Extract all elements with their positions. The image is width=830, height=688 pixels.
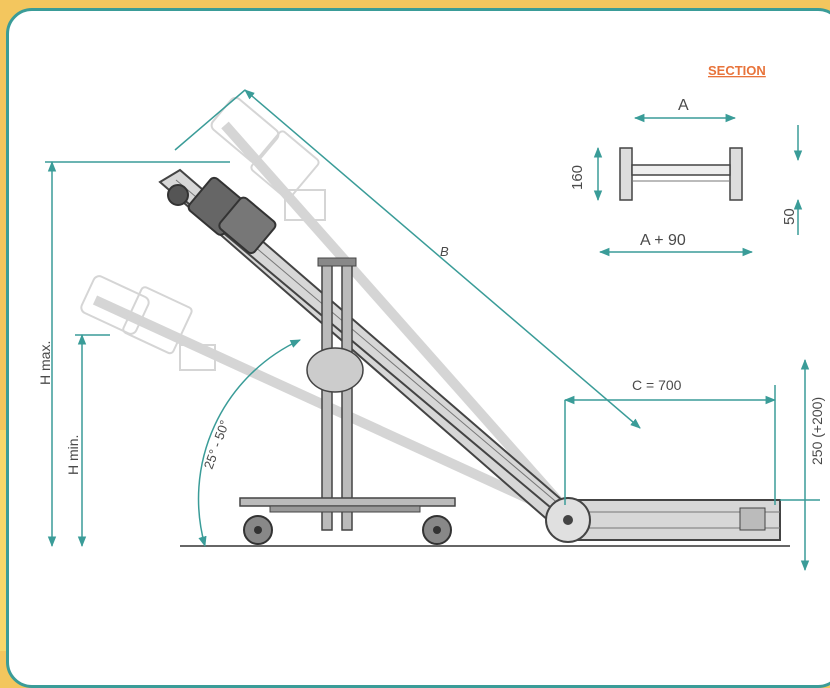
left-accent-stripe: [0, 430, 8, 651]
label-h-250: 250 (+200): [809, 397, 825, 465]
conveyor-diagram: SECTION A 160 50 A + 90 B C = 700 250 (+…: [37, 63, 825, 572]
label-width-a90: A + 90: [640, 232, 686, 249]
label-height-50: 50: [781, 208, 798, 225]
horizontal-conveyor: [545, 497, 781, 543]
section-detail: [593, 113, 803, 257]
label-h-max: H max.: [37, 341, 53, 385]
ghost-conveyor-upper: [210, 96, 579, 524]
label-height-160: 160: [569, 165, 586, 190]
label-width-a: A: [678, 97, 689, 114]
main-conveyor: [158, 168, 587, 537]
label-length-b: B: [440, 244, 449, 259]
dimension-lines: [45, 89, 820, 572]
label-angle: 25° - 50°: [201, 418, 232, 471]
label-c-700: C = 700: [632, 377, 682, 393]
section-title: SECTION: [708, 63, 766, 78]
label-h-min: H min.: [65, 435, 81, 475]
